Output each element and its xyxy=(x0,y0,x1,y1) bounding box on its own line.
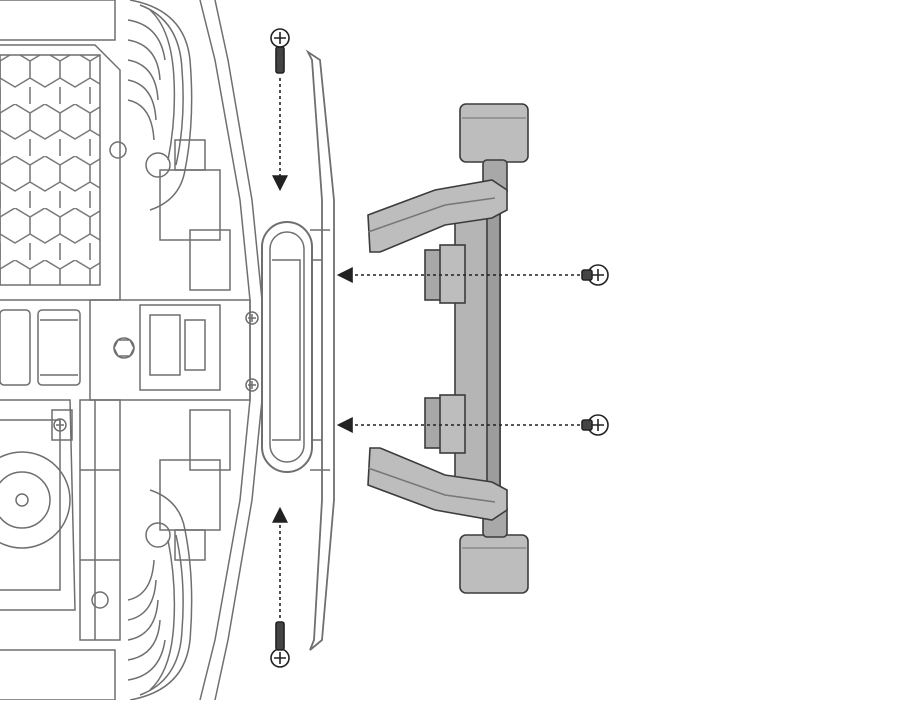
tire-top xyxy=(127,0,193,211)
screw-bottom xyxy=(270,621,290,668)
tire-bottom xyxy=(127,489,193,701)
bumper-bracket xyxy=(305,49,335,651)
screw-right-upper xyxy=(581,264,609,286)
chassis xyxy=(0,0,335,701)
screw-top xyxy=(270,28,290,74)
bumper-ring xyxy=(261,221,313,473)
screw-right-lower xyxy=(581,414,609,436)
roller-bottom xyxy=(459,534,529,594)
roller-stay xyxy=(367,103,529,594)
roller-top xyxy=(459,103,529,163)
assembly-arrows xyxy=(272,78,580,618)
